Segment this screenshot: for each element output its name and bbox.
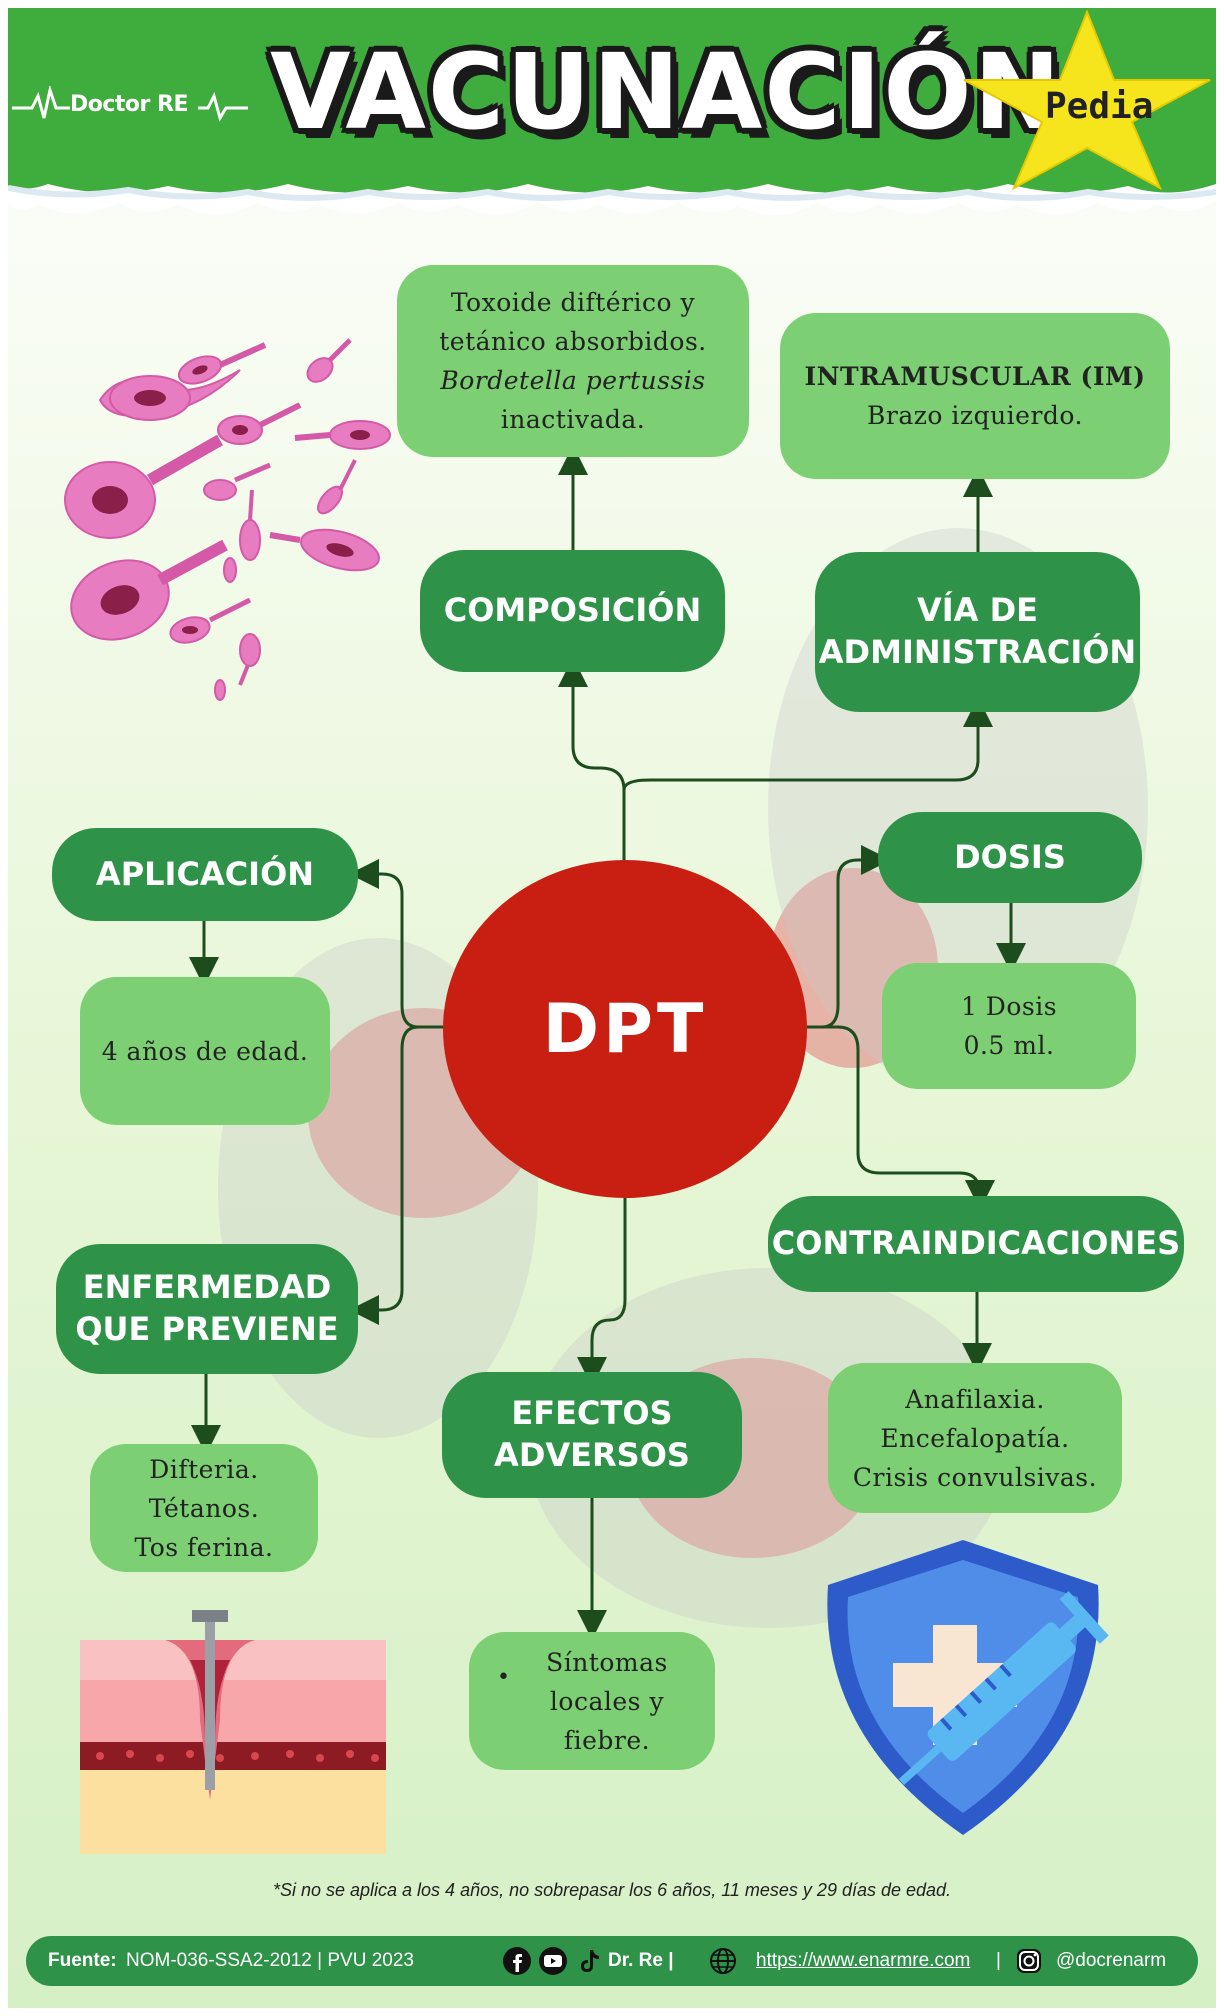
tiktok-icon[interactable] (574, 1946, 604, 1976)
pill-aplicacion: APLICACIÓN (52, 828, 358, 921)
globe-icon (710, 1948, 736, 1974)
pill-composicion: COMPOSICIÓN (420, 550, 725, 672)
box-composicion: Toxoide diftérico y tetánico absorbidos.… (397, 265, 749, 457)
pill-contraindicaciones: CONTRAINDICACIONES (768, 1196, 1184, 1292)
box-dosis: 1 Dosis 0.5 ml. (882, 963, 1136, 1089)
logo-text: Doctor RE (70, 92, 189, 117)
source-value: NOM-036-SSA2-2012 | PVU 2023 (126, 1950, 414, 1971)
facebook-icon[interactable] (502, 1946, 532, 1976)
box-efectos: • Síntomas locales y fiebre. (469, 1632, 715, 1770)
box-aplicacion: 4 años de edad. (80, 977, 330, 1125)
brand-label: Dr. Re | (608, 1950, 674, 1971)
footer-separator: | (996, 1950, 1001, 1971)
footer-bar: Fuente: NOM-036-SSA2-2012 | PVU 2023 Dr.… (26, 1936, 1198, 1986)
skin-injection-illustration (80, 1610, 386, 1854)
snow-edge (8, 170, 1216, 216)
badge-label: Pedia (1045, 86, 1154, 127)
bullet-icon: • (497, 1665, 511, 1690)
youtube-icon[interactable] (538, 1946, 568, 1976)
page-title: VACUNACIÓN (270, 31, 1063, 153)
footnote: *Si no se aplica a los 4 años, no sobrep… (272, 1880, 952, 1900)
bacteria-illustration (64, 338, 391, 701)
box-contraindicaciones: Anafilaxia. Encefalopatía. Crisis convul… (828, 1363, 1122, 1513)
heartbeat-icon (12, 86, 248, 122)
vaccine-shield-icon (827, 1540, 1109, 1835)
box-via: INTRAMUSCULAR (IM) Brazo izquierdo. (780, 313, 1170, 479)
source-label: Fuente: (48, 1950, 117, 1971)
website-link[interactable]: https://www.enarmre.com (756, 1950, 971, 1971)
star-badge-icon (963, 10, 1211, 190)
instagram-handle[interactable]: @docrenarm (1056, 1950, 1167, 1971)
instagram-icon[interactable] (1014, 1946, 1044, 1976)
center-node-dpt: DPT (443, 860, 807, 1198)
box-enfermedad: Difteria. Tétanos. Tos ferina. (90, 1444, 318, 1572)
pill-dosis: DOSIS (878, 812, 1142, 903)
